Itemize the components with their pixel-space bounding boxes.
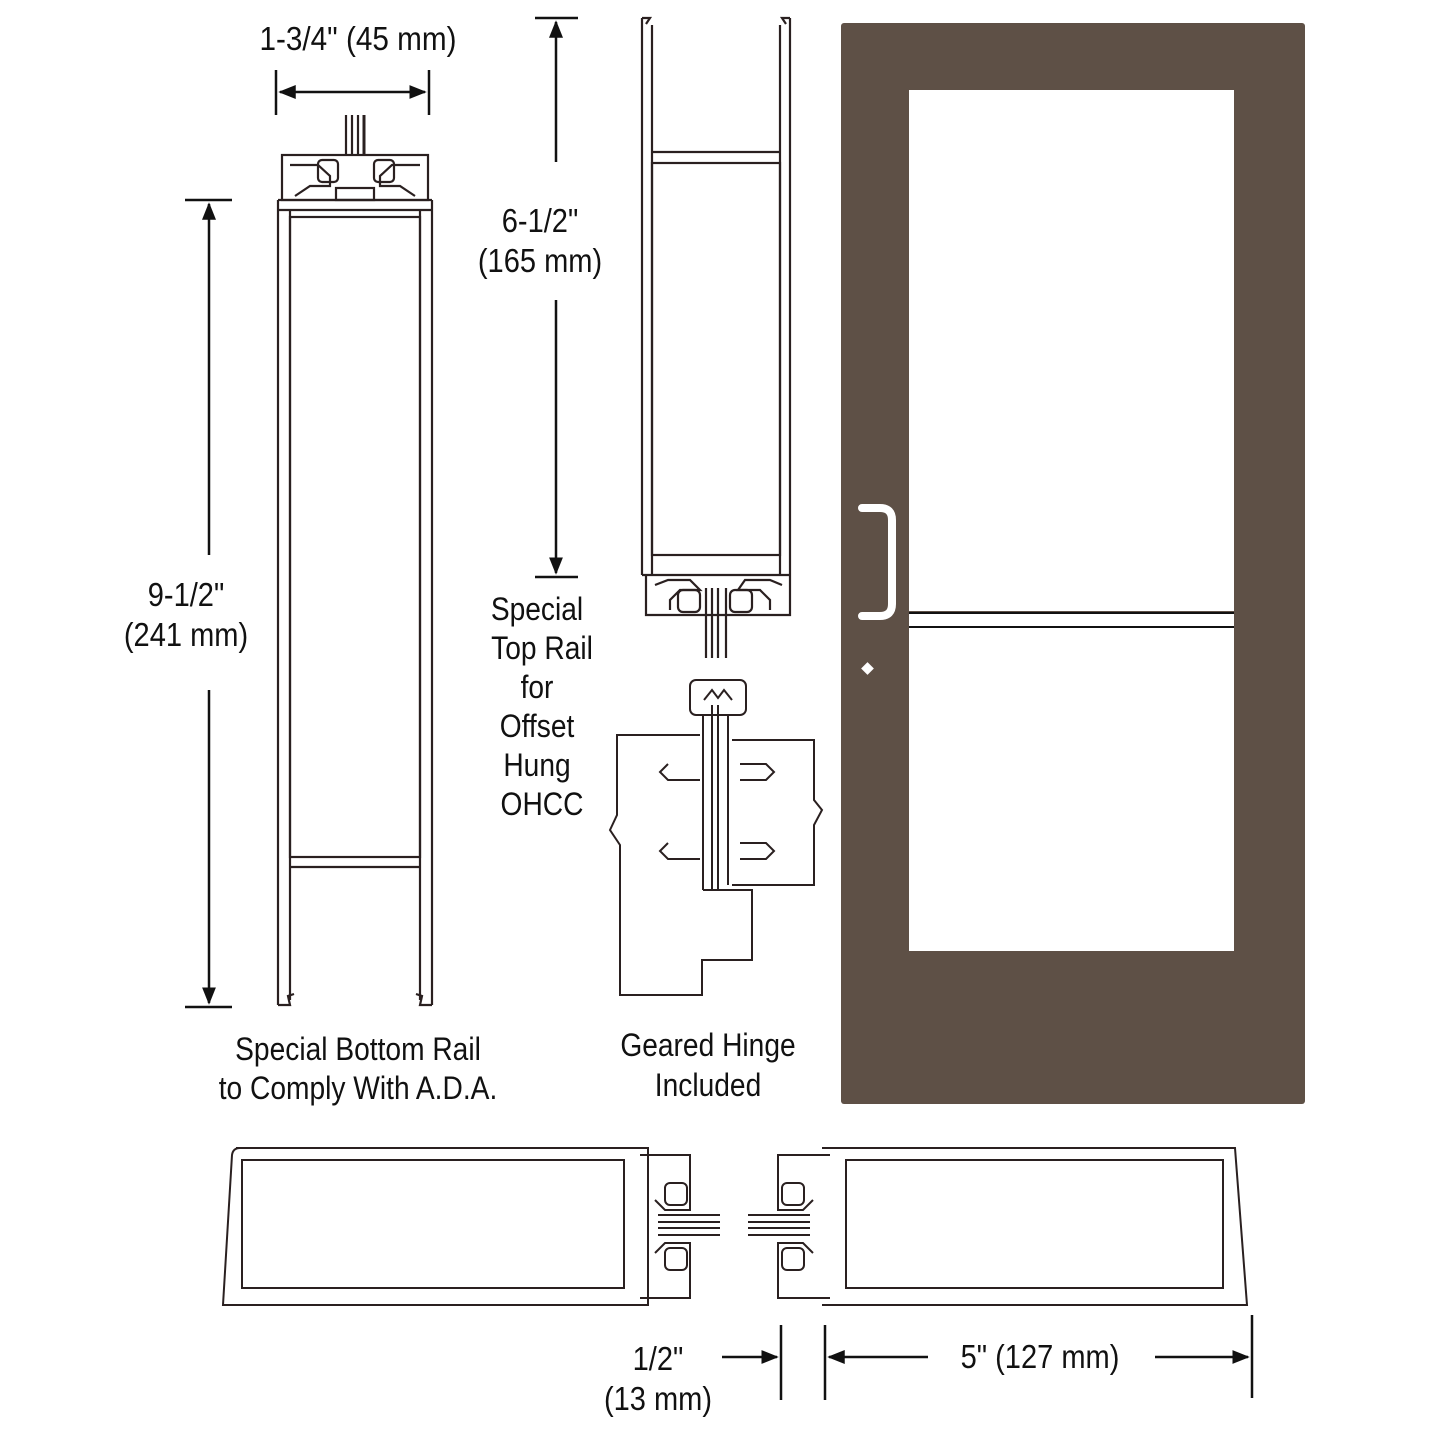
bottom-rail-section xyxy=(276,115,434,1007)
stile-depth-label: 1-3/4" (45 mm) xyxy=(259,20,457,57)
top-rail-caption-line2: Top Rail xyxy=(491,630,593,666)
plan-dimensions xyxy=(722,1315,1254,1400)
stile-width-label: 5" (127 mm) xyxy=(960,1338,1120,1375)
stile-plan-sections xyxy=(221,1147,1249,1306)
hinge-offset-imperial: 1/2" xyxy=(632,1340,684,1377)
mid-rail-strip xyxy=(909,613,1234,627)
top-rail-caption-line3: for xyxy=(520,669,554,705)
lower-glass-panel xyxy=(909,628,1234,951)
top-rail-height-dimension xyxy=(535,16,578,579)
top-rail-height-metric: (165 mm) xyxy=(477,242,603,279)
bottom-rail-height-dimension xyxy=(185,198,232,1009)
geared-hinge-detail xyxy=(608,679,824,996)
bottom-rail-caption-line2: to Comply With A.D.A. xyxy=(218,1070,498,1106)
bottom-rail-height-imperial: 9-1/2" xyxy=(147,576,225,613)
top-rail-caption-line4: Offset xyxy=(499,708,575,744)
top-rail-caption-line5: Hung xyxy=(503,747,571,783)
bottom-rail-caption-line1: Special Bottom Rail xyxy=(235,1031,481,1067)
hinge-offset-metric: (13 mm) xyxy=(603,1380,713,1417)
top-rail-height-imperial: 6-1/2" xyxy=(501,202,579,239)
top-rail-caption-line1: Special xyxy=(490,591,584,627)
hinge-caption-line1: Geared Hinge xyxy=(620,1027,796,1063)
top-rail-caption-line6: OHCC xyxy=(500,786,584,822)
stile-depth-dimension xyxy=(274,70,431,115)
bottom-rail-height-metric: (241 mm) xyxy=(123,616,249,653)
upper-glass-panel xyxy=(909,90,1234,611)
pull-handle-icon xyxy=(858,504,896,620)
top-rail-section xyxy=(640,16,792,658)
door-elevation xyxy=(841,23,1305,1104)
hinge-caption-line2: Included xyxy=(654,1067,762,1103)
